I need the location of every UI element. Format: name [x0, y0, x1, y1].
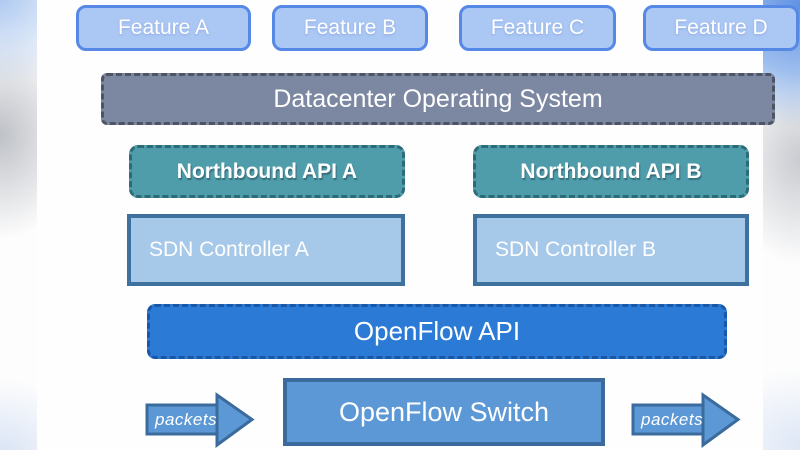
sdn-controller-a-box: SDN Controller A	[127, 214, 405, 286]
northbound-api-a-box: Northbound API A	[129, 145, 405, 198]
packets-arrow-left: packets	[145, 392, 255, 448]
feature-b-box: Feature B	[272, 5, 428, 51]
feature-c-box: Feature C	[459, 5, 616, 51]
packets-label-left: packets	[155, 410, 218, 429]
northbound-api-b-box: Northbound API B	[473, 145, 749, 198]
packets-label-right: packets	[641, 410, 704, 429]
right-arrow-icon	[631, 392, 741, 448]
datacenter-os-box: Datacenter Operating System	[101, 73, 775, 125]
openflow-switch-box: OpenFlow Switch	[283, 378, 605, 446]
slide-canvas: Feature A Feature B Feature C Feature D …	[37, 0, 799, 450]
feature-d-box: Feature D	[643, 5, 799, 51]
feature-a-box: Feature A	[76, 5, 251, 51]
packets-arrow-right: packets	[631, 392, 741, 448]
sdn-controller-b-box: SDN Controller B	[473, 214, 749, 286]
openflow-api-box: OpenFlow API	[147, 304, 727, 359]
right-arrow-icon	[145, 392, 255, 448]
